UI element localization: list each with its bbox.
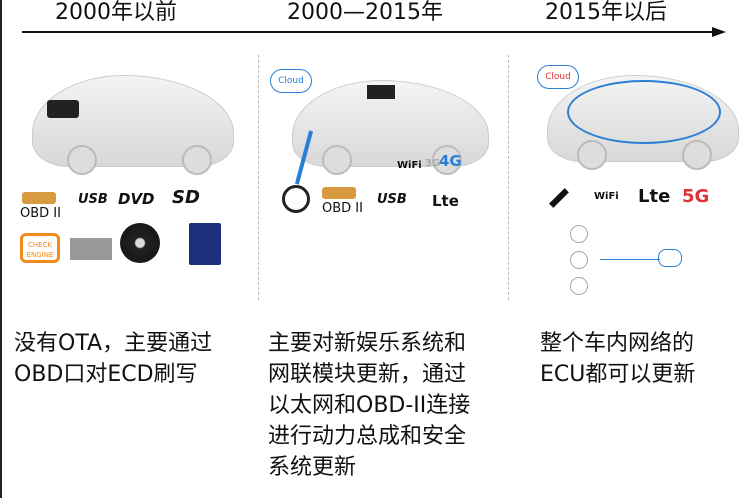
disc-icon (120, 223, 160, 263)
wheel (182, 145, 212, 175)
lte-icon: Lte (432, 192, 459, 210)
description-line: 以太网和OBD-II连接 (268, 393, 471, 418)
divider (508, 55, 509, 300)
obd-label: OBD II (322, 201, 363, 216)
obd-port-icon (322, 187, 356, 199)
era-label-2000-2015: 2000—2015年 (287, 0, 443, 25)
panel-2000-2015: Cloud WiFi 3G 4G OBD II USB Lte (262, 55, 504, 300)
network-loop-icon (567, 80, 721, 144)
divider (258, 55, 259, 300)
description-line: 整个车内网络的 (540, 331, 695, 356)
description-line: 进行动力总成和安全 (268, 424, 467, 449)
check-engine-icon: CHECK ENGINE (20, 233, 60, 263)
timeline-arrow (22, 31, 714, 33)
obd-port-icon (22, 192, 56, 204)
panel-pre-2000: OBD II USB DVD SD CHECK ENGINE (12, 55, 252, 300)
usb-stick-icon (70, 238, 112, 260)
wheel (577, 140, 607, 170)
description-line: OBD口对ECD刷写 (14, 362, 198, 387)
5g-icon: 5G (682, 186, 710, 207)
description-line: 系统更新 (268, 455, 357, 480)
wheel (67, 145, 97, 175)
network-diagram-icon (570, 225, 682, 295)
description-pre-2000: 没有OTA，主要通过 OBD口对ECD刷写 (14, 328, 212, 390)
description-line: 主要对新娱乐系统和 (268, 331, 467, 356)
usb-icon: USB (78, 192, 108, 207)
wifi-icon: WiFi (594, 191, 619, 202)
description-line: ECU都可以更新 (540, 362, 696, 387)
era-label-pre-2000: 2000年以前 (55, 0, 177, 25)
telematics-module-icon (367, 85, 395, 99)
era-label-post-2015: 2015年以后 (545, 0, 667, 25)
obd-dongle-icon (47, 100, 79, 118)
wheel (682, 140, 712, 170)
timeline-arrowhead (712, 27, 726, 37)
obd-label: OBD II (20, 206, 61, 221)
description-line: 网联模块更新，通过 (268, 362, 467, 387)
panel-post-2015: Cloud WiFi Lte 5G (512, 55, 740, 300)
cloud-icon: Cloud (270, 69, 312, 93)
usb-cable-icon (282, 185, 310, 213)
description-2000-2015: 主要对新娱乐系统和 网联模块更新，通过 以太网和OBD-II连接 进行动力总成和… (268, 328, 470, 483)
satellite-icon (549, 188, 569, 208)
dvd-icon: DVD (118, 190, 155, 208)
3g-icon: 3G (425, 158, 441, 169)
sd-card-photo-icon (189, 223, 221, 265)
wheel (322, 145, 352, 175)
wheel (432, 145, 462, 175)
wifi-icon: WiFi (397, 160, 422, 171)
description-post-2015: 整个车内网络的 ECU都可以更新 (540, 328, 695, 390)
sd-icon: SD (172, 187, 200, 208)
4g-icon: 4G (439, 152, 462, 170)
cloud-icon: Cloud (537, 65, 579, 89)
description-line: 没有OTA，主要通过 (14, 331, 213, 356)
usb-icon: USB (377, 192, 407, 207)
lte-icon: Lte (638, 186, 671, 207)
